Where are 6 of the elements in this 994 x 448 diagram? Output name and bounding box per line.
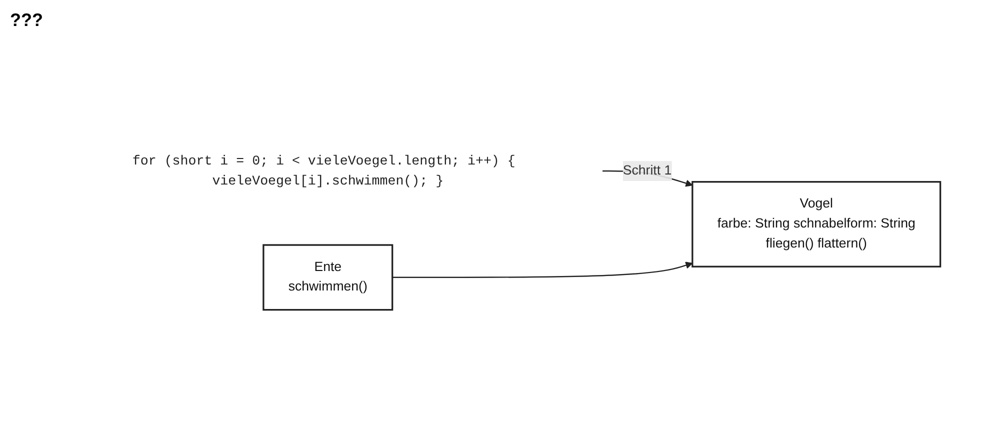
edge-label: Schritt 1	[622, 163, 672, 178]
node-box: Vogel farbe: String schnabelform: String fliegen() flattern()	[692, 180, 942, 268]
arrow	[392, 261, 693, 278]
note-text: ???	[10, 10, 43, 31]
node-text: for (short i = 0; i < vieleVoegel.length; i++) { vieleVoegel[i].schwimmen(); }	[132, 153, 516, 188]
node-box: Ente schwimmen()	[262, 244, 394, 310]
